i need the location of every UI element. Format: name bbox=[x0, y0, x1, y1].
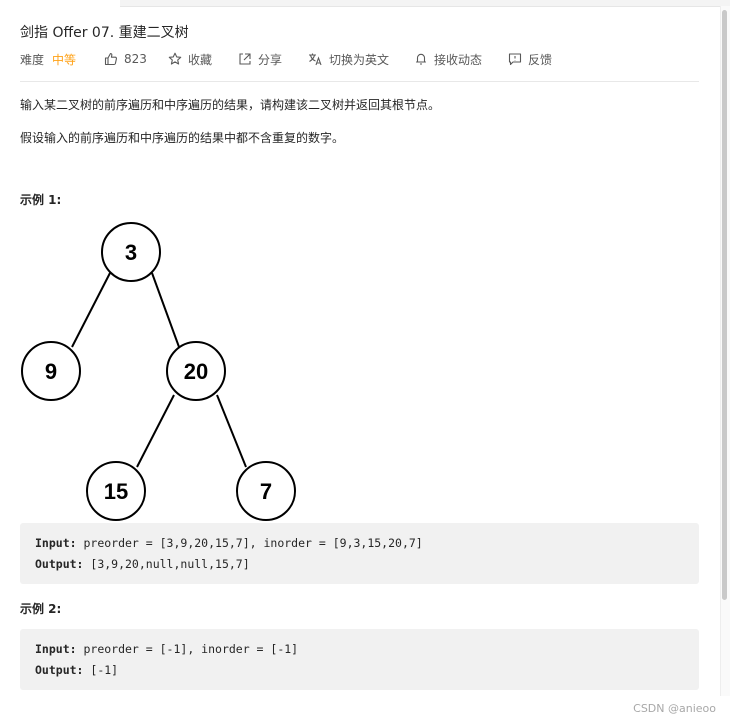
description-paragraph-2: 假设输入的前序遍历和中序遍历的结果中都不含重复的数字。 bbox=[20, 131, 345, 145]
node-9-label: 9 bbox=[45, 359, 57, 384]
output-label: Output: bbox=[35, 663, 84, 677]
edge-20-15 bbox=[136, 394, 175, 468]
example-1-output-line: Output: [3,9,20,null,null,15,7] bbox=[35, 557, 250, 571]
input-label: Input: bbox=[35, 642, 77, 656]
description-paragraph-1: 输入某二叉树的前序遍历和中序遍历的结果，请构建该二叉树并返回其根节点。 bbox=[20, 98, 441, 112]
example-1-code-block: Input: preorder = [3,9,20,15,7], inorder… bbox=[20, 523, 699, 584]
output-value: [3,9,20,null,null,15,7] bbox=[83, 557, 250, 571]
input-value: preorder = [3,9,20,15,7], inorder = [9,3… bbox=[76, 536, 423, 550]
output-label: Output: bbox=[35, 557, 84, 571]
node-3-label: 3 bbox=[125, 240, 137, 265]
notify-button[interactable]: 接收动态 bbox=[414, 50, 482, 68]
share-button[interactable]: 分享 bbox=[238, 50, 282, 68]
example-1-input-line: Input: preorder = [3,9,20,15,7], inorder… bbox=[35, 536, 423, 550]
top-band bbox=[120, 0, 730, 7]
edge-20-7 bbox=[216, 394, 247, 468]
feedback-icon bbox=[508, 53, 522, 66]
example-2-output-line: Output: [-1] bbox=[35, 663, 118, 677]
favorite-button[interactable]: 收藏 bbox=[168, 50, 212, 68]
switch-language-label: 切换为英文 bbox=[329, 52, 390, 67]
notify-label: 接收动态 bbox=[434, 52, 483, 67]
example-2-title: 示例 2: bbox=[20, 602, 62, 616]
input-value: preorder = [-1], inorder = [-1] bbox=[76, 642, 299, 656]
divider bbox=[20, 81, 699, 82]
problem-title: 剑指 Offer 07. 重建二叉树 bbox=[20, 25, 189, 41]
share-icon bbox=[239, 53, 251, 65]
node-20-circle bbox=[166, 341, 226, 401]
output-value: [-1] bbox=[83, 663, 119, 677]
star-icon bbox=[168, 52, 182, 65]
favorite-label: 收藏 bbox=[188, 52, 213, 67]
node-15-circle bbox=[86, 461, 146, 521]
binary-tree-diagram: 3 9 20 15 7 bbox=[21, 222, 296, 521]
watermark: CSDN @anieoo bbox=[633, 702, 716, 715]
node-3-circle bbox=[101, 222, 161, 282]
like-count: 823 bbox=[124, 52, 147, 66]
node-20-label: 20 bbox=[184, 359, 208, 384]
node-7-label: 7 bbox=[260, 479, 272, 504]
like-button[interactable]: 823 bbox=[104, 50, 147, 68]
example-1-title: 示例 1: bbox=[20, 193, 62, 207]
scrollbar-thumb[interactable] bbox=[722, 10, 727, 600]
share-label: 分享 bbox=[258, 52, 283, 67]
thumbs-up-icon bbox=[104, 52, 117, 66]
node-7-circle bbox=[236, 461, 296, 521]
node-15-label: 15 bbox=[104, 479, 128, 504]
bell-icon bbox=[415, 53, 427, 65]
example-2-input-line: Input: preorder = [-1], inorder = [-1] bbox=[35, 642, 298, 656]
difficulty-value: 中等 bbox=[52, 52, 77, 67]
edge-3-20 bbox=[151, 272, 180, 348]
switch-language-button[interactable]: 切换为英文 bbox=[308, 50, 389, 68]
difficulty: 难度 中等 bbox=[20, 50, 76, 68]
difficulty-label: 难度 bbox=[20, 52, 45, 67]
edge-3-9 bbox=[71, 272, 111, 348]
example-2-code-block: Input: preorder = [-1], inorder = [-1] O… bbox=[20, 629, 699, 690]
feedback-button[interactable]: 反馈 bbox=[508, 50, 552, 68]
input-label: Input: bbox=[35, 536, 77, 550]
feedback-label: 反馈 bbox=[528, 52, 553, 67]
node-9-circle bbox=[21, 341, 81, 401]
translate-icon bbox=[309, 53, 322, 66]
